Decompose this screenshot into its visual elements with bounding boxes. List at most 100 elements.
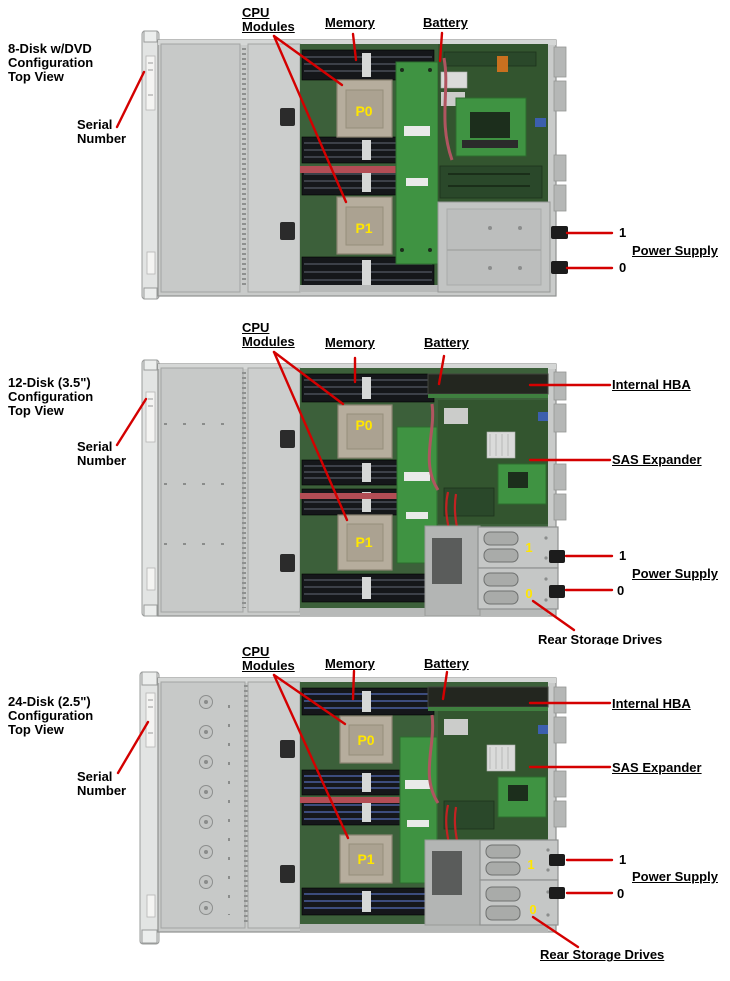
- cpu-modules-label: CPU Modules: [242, 645, 295, 673]
- rear-bay-1-label: 1: [527, 857, 534, 872]
- rear-latch-tabs: [553, 371, 567, 521]
- power-supply-label: Power Supply: [632, 566, 718, 581]
- serial-number-label: Serial Number: [77, 769, 127, 798]
- panel-title: 8-Disk w/DVD Configuration Top View: [8, 41, 94, 84]
- cpu-p0-leader: [272, 673, 347, 726]
- cage-vent-holes: [199, 695, 213, 915]
- rear-io-board: [427, 711, 548, 922]
- memory-leader: [351, 669, 356, 701]
- power-supply-0-index: 0: [617, 583, 625, 598]
- fan-bay-cover: [247, 367, 301, 613]
- cpu-socket-p1: P1: [336, 196, 393, 255]
- panel-title: 24-Disk (2.5") Configuration Top View: [8, 694, 94, 737]
- rear-bay-1-label: 1: [525, 540, 532, 555]
- cpu-modules-label: CPU Modules: [242, 320, 295, 349]
- serial-number-sticker: [145, 391, 156, 443]
- cpu-p0-label: P0: [355, 103, 372, 119]
- psu0-handle: [549, 887, 565, 899]
- ribbon-cable: [300, 797, 434, 803]
- disk-cage-cover: [160, 367, 244, 613]
- cpu-socket-p1: P1: [337, 514, 393, 571]
- front-bezel: [141, 30, 160, 300]
- battery-leader: [438, 31, 444, 63]
- rear-drive-bay-0: 0: [479, 879, 559, 926]
- panel-title: 12-Disk (3.5") Configuration Top View: [8, 375, 94, 418]
- cpu-socket-p0: P0: [337, 404, 393, 459]
- memory-label: Memory: [325, 656, 375, 671]
- battery-label: Battery: [424, 335, 469, 350]
- ribbon-cable: [300, 493, 434, 499]
- disk-cage-cover: [160, 681, 246, 929]
- serial-leader: [116, 720, 150, 775]
- server-top-view-illustration: P0 P1: [115, 350, 614, 632]
- rear-drive-bay-1: 1: [479, 839, 559, 881]
- vga-port: [538, 725, 548, 734]
- leader-lines: [115, 31, 614, 270]
- serial-number-label: Serial Number: [77, 117, 127, 146]
- rear-storage-drives-label: Rear Storage Drives: [538, 632, 663, 646]
- power-supply-1-index: 1: [619, 852, 627, 867]
- cpu-p0-label: P0: [357, 732, 374, 748]
- psu0-handle: [549, 585, 565, 598]
- cpu-socket-p1: P1: [339, 834, 393, 884]
- rear-latch-tabs: [553, 686, 567, 828]
- figure-12disk-top-view: P0 P1: [0, 312, 730, 646]
- figure-8disk-dvd-top-view: P0 P1: [0, 0, 730, 312]
- power-supply-1-index: 1: [619, 548, 627, 563]
- psu1-handle: [551, 226, 568, 239]
- rear-io-board: [438, 44, 548, 202]
- psu1-handle: [549, 550, 565, 563]
- serial-number-sticker: [145, 55, 156, 111]
- rear-latch-tabs: [553, 46, 567, 212]
- vga-port: [538, 412, 548, 421]
- rear-storage-leader: [531, 915, 580, 949]
- battery-cable: [427, 403, 440, 491]
- server-top-view-illustration: P0 P1: [116, 669, 614, 949]
- heatsink: [486, 744, 516, 772]
- cpu-socket-p0: P0: [336, 79, 393, 138]
- serial-leader: [115, 70, 146, 129]
- battery-cable: [442, 57, 454, 161]
- motherboard: P0 P1: [300, 682, 549, 932]
- battery-leader: [441, 670, 449, 701]
- serial-number-label: Serial Number: [77, 439, 127, 468]
- server-top-view-illustration: P0 P1: [115, 30, 614, 300]
- rear-bay-0-label: 0: [529, 902, 536, 917]
- front-bezel: [141, 359, 160, 617]
- internal-hba-label: Internal HBA: [612, 696, 691, 711]
- power-supply-bay: [437, 201, 551, 293]
- power-supply-1-index: 1: [619, 225, 627, 240]
- power-distribution-board: [395, 61, 439, 265]
- heatsink: [486, 431, 516, 459]
- fan-bay-cover: [247, 681, 301, 929]
- power-supply-label: Power Supply: [632, 243, 718, 258]
- cpu-socket-p0: P0: [339, 715, 393, 764]
- memory-label: Memory: [325, 15, 375, 30]
- rear-storage-leader: [531, 599, 576, 632]
- memory-label: Memory: [325, 335, 375, 350]
- rear-drive-bay-1: 1: [477, 526, 559, 569]
- psu0-handle: [551, 261, 568, 274]
- cpu-p1-leader: [272, 34, 348, 204]
- vga-port: [535, 118, 546, 127]
- power-supply-0-index: 0: [617, 886, 625, 901]
- ribbon-cable: [300, 166, 434, 173]
- cpu-p0-leader: [272, 350, 345, 406]
- motherboard: P0 P1: [300, 368, 549, 616]
- cpu-p1-label: P1: [355, 220, 372, 236]
- disk-cage-cover: [160, 43, 241, 293]
- sas-expander-label: SAS Expander: [612, 452, 702, 467]
- rear-bay-0-label: 0: [525, 586, 532, 601]
- cpu-p1-leader: [272, 673, 350, 840]
- leader-lines: [115, 350, 614, 632]
- battery-leader: [437, 354, 446, 386]
- power-supply-label: Power Supply: [632, 869, 718, 884]
- power-supply-0-index: 0: [619, 260, 627, 275]
- cpu-p1-label: P1: [355, 534, 372, 550]
- front-bezel: [139, 671, 160, 945]
- cpu-p0-label: P0: [355, 417, 372, 433]
- serial-leader: [115, 397, 148, 447]
- dimm-banks: [301, 49, 435, 290]
- battery-cable: [427, 714, 440, 804]
- sas-expander-label: SAS Expander: [612, 760, 702, 775]
